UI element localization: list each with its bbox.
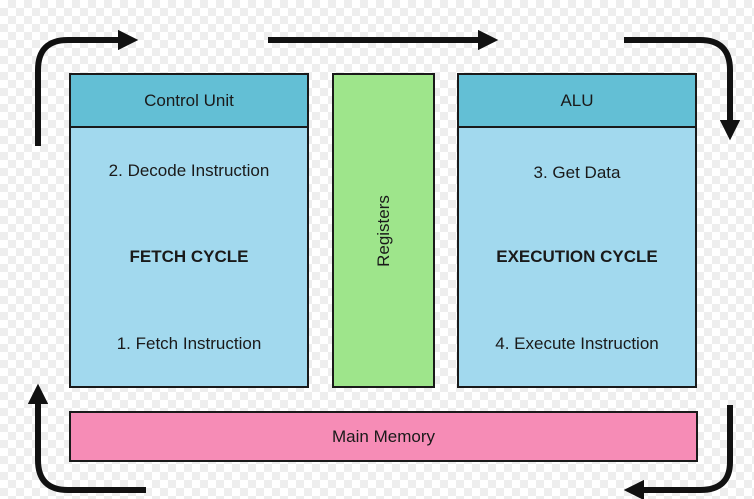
arrow-top-right [624, 37, 741, 141]
registers-panel: Registers [332, 73, 435, 388]
control-unit-panel: Control Unit 2. Decode Instruction FETCH… [69, 73, 309, 388]
arrow-bottom-right [623, 405, 733, 499]
main-memory-bar: Main Memory [69, 411, 698, 462]
decode-instruction-label: 2. Decode Instruction [108, 161, 270, 180]
execution-cycle-label: EXECUTION CYCLE [496, 247, 658, 266]
fetch-cycle-label: FETCH CYCLE [129, 247, 249, 266]
get-data-label: 3. Get Data [533, 163, 621, 182]
execute-instruction-label: 4. Execute Instruction [495, 334, 659, 353]
control-unit-header: Control Unit [71, 75, 307, 128]
alu-header: ALU [459, 75, 695, 128]
arrow-top-left [35, 29, 139, 146]
fetch-instruction-label: 1. Fetch Instruction [116, 334, 262, 353]
arrow-bottom-left [27, 383, 146, 493]
registers-label: Registers [373, 194, 393, 267]
alu-panel: ALU 3. Get Data EXECUTION CYCLE 4. Execu… [457, 73, 697, 388]
